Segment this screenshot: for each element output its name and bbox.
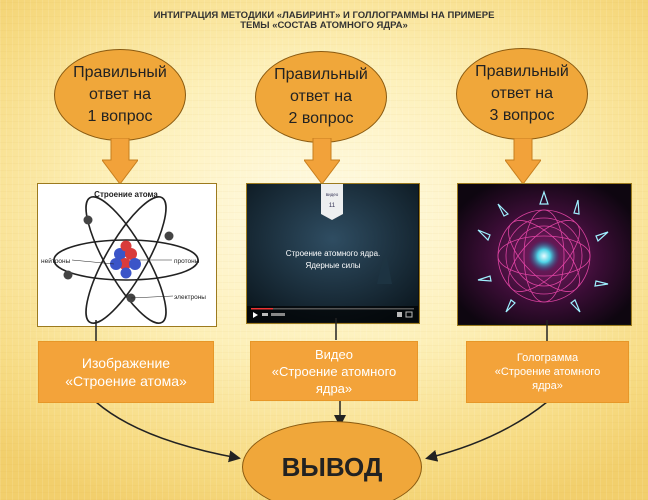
fullscreen-icon[interactable] [405, 311, 413, 318]
answer-3-line1: Правильный [475, 63, 569, 80]
down-arrow-icon-3 [505, 138, 541, 184]
video-badge-num: 11 [329, 203, 336, 209]
answer-2-line3: 2 вопрос [288, 110, 354, 127]
label-neutrons: нейтроны [41, 257, 71, 265]
down-arrow-icon-2 [304, 138, 340, 184]
caption-video: Видео «Строение атомного ядра» [250, 341, 418, 401]
video-headline-1: Строение атомного ядра. [286, 249, 381, 258]
down-arrow-icon-1 [102, 138, 138, 184]
caption-hologram: Голограмма «Строение атомного ядра» [466, 341, 629, 403]
slide-title-line2: ТЕМЫ «СОСТАВ АТОМНОГО ЯДРА» [240, 20, 408, 31]
answer-oval-1: Правильный ответ на 1 вопрос [54, 49, 186, 141]
hologram-graphic [458, 184, 630, 324]
answer-1-line1: Правильный [73, 64, 167, 81]
nucleus [110, 240, 141, 279]
answer-oval-3: Правильный ответ на 3 вопрос [456, 48, 588, 140]
video-controls[interactable] [247, 306, 418, 322]
conclusion-label: ВЫВОД [281, 451, 383, 482]
slide-title-line1: ИНТИГРАЦИЯ МЕТОДИКИ «ЛАБИРИНТ» И ГОЛЛОГР… [153, 10, 495, 21]
caption-image: Изображение «Строение атома» [38, 341, 214, 403]
caption-2-line2: «Строение атомного [271, 363, 397, 379]
answer-3-line2: ответ на [490, 85, 554, 102]
answer-2-line1: Правильный [274, 66, 368, 83]
video-badge [321, 184, 343, 220]
atom-image: Строение атома нейтроны [37, 183, 217, 327]
atom-diagram: Строение атома нейтроны [38, 184, 215, 325]
caption-3-line2: «Строение атомного [494, 366, 601, 378]
video-headline-2: Ядерные силы [305, 261, 360, 270]
video-image: видео 11 Строение атомного ядра. Ядерные… [246, 183, 420, 324]
conclusion-oval: ВЫВОД [242, 421, 422, 500]
answer-3-line3: 3 вопрос [489, 107, 555, 124]
settings-icon[interactable] [397, 312, 402, 317]
answer-2-line2: ответ на [289, 88, 353, 105]
label-protons: протоны [174, 258, 200, 265]
label-electrons: электроны [174, 294, 206, 301]
caption-3-line3: ядра» [532, 380, 563, 392]
answer-1-line3: 1 вопрос [87, 108, 153, 125]
caption-2-line1: Видео [315, 346, 353, 362]
play-icon[interactable] [253, 312, 258, 318]
video-badge-top: видео [326, 192, 339, 197]
caption-1-line2: «Строение атома» [65, 373, 187, 389]
video-player: видео 11 Строение атомного ядра. Ядерные… [247, 184, 418, 322]
answer-1-line2: ответ на [88, 86, 152, 103]
caption-3-line1: Голограмма [516, 352, 579, 364]
slide-title: ИНТИГРАЦИЯ МЕТОДИКИ «ЛАБИРИНТ» И ГОЛЛОГР… [60, 11, 588, 31]
hologram-image [457, 183, 632, 326]
atom-heading: Строение атома [94, 190, 158, 199]
caption-2-line3: ядра» [315, 380, 353, 396]
caption-1-line1: Изображение [81, 355, 171, 371]
